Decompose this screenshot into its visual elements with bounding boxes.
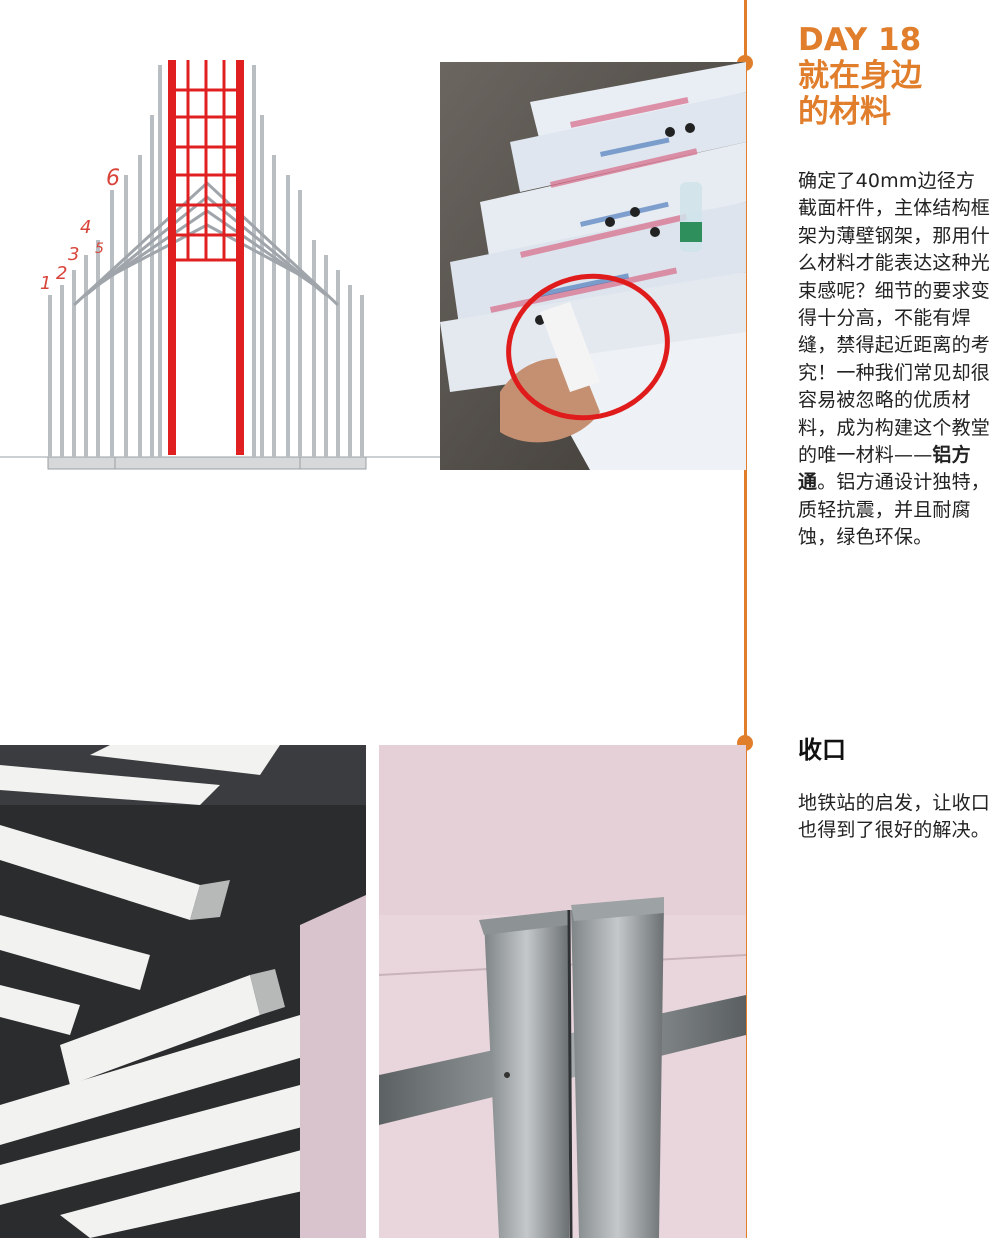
- day-title-line2: 的材料: [798, 94, 891, 130]
- structure-elevation-diagram: 1 2 3 4 5 6: [0, 55, 440, 475]
- post-joint-photo: [379, 745, 746, 1238]
- closing-body-text: 地铁站的启发，让收口也得到了很好的解决。: [798, 792, 991, 842]
- day-body-post: 。铝方通设计独特，质轻抗震，并且耐腐蚀，绿色环保。: [798, 471, 991, 549]
- aluminum-profiles-photo: [440, 62, 746, 470]
- annotation-6: 6: [106, 166, 120, 191]
- annotation-5: 5: [95, 241, 104, 257]
- day-title-line1: 就在身边: [798, 58, 922, 94]
- day-label: DAY 18: [798, 22, 922, 58]
- day-heading: DAY 18 就在身边 的材料: [798, 22, 998, 130]
- timeline-line: [744, 0, 747, 1238]
- closing-heading: 收口: [798, 736, 846, 764]
- ceiling-baffles-photo: [0, 745, 366, 1238]
- day-body-pre: 确定了40mm边径方截面杆件，主体结构框架为薄壁钢架，那用什么材料才能表达这种光…: [798, 170, 991, 467]
- day-body-text: 确定了40mm边径方截面杆件，主体结构框架为薄壁钢架，那用什么材料才能表达这种光…: [798, 168, 990, 552]
- annotation-4: 4: [80, 217, 91, 238]
- annotation-2: 2: [56, 263, 67, 284]
- annotation-1: 1: [40, 273, 51, 294]
- annotation-3: 3: [68, 244, 79, 265]
- day-body-bold: 铝方通: [798, 444, 971, 494]
